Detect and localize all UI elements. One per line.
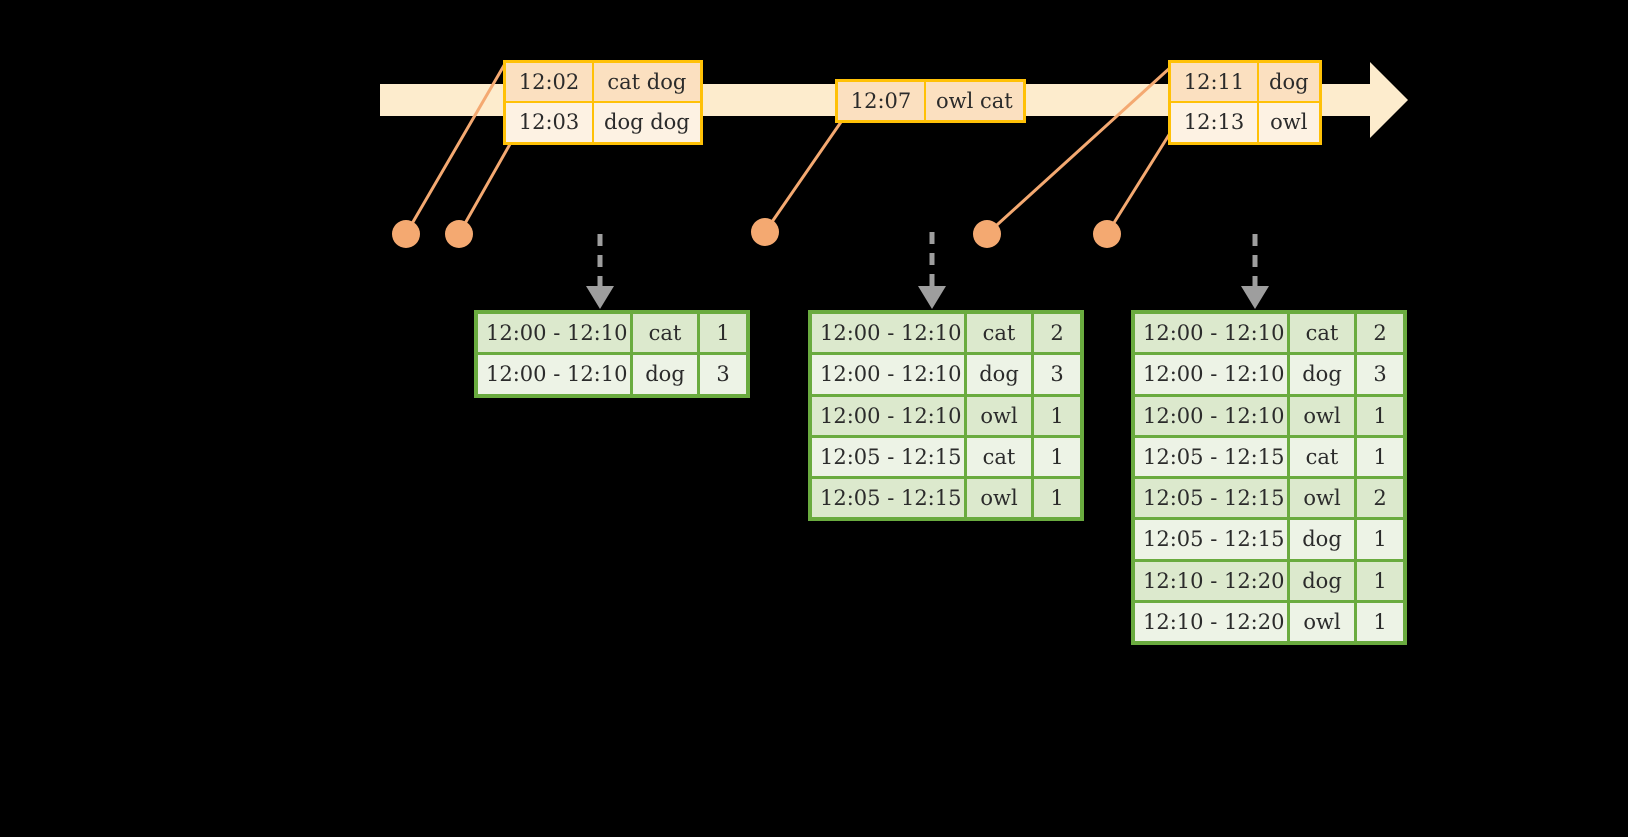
event-time: 12:03: [506, 103, 594, 142]
count-cell: 3: [1357, 355, 1403, 394]
connector-1: [404, 60, 508, 236]
count-cell: 1: [1357, 520, 1403, 559]
event-time: 12:13: [1171, 103, 1259, 142]
window-cell: 12:00 - 12:10: [812, 396, 964, 435]
event-words: cat dog: [594, 63, 700, 102]
word-cell: cat: [1290, 314, 1354, 353]
window-cell: 12:05 - 12:15: [1135, 437, 1287, 476]
count-cell: 1: [1357, 561, 1403, 600]
down-arrow-1: [586, 234, 614, 309]
count-cell: 1: [1357, 396, 1403, 435]
count-cell: 3: [1034, 355, 1080, 394]
window-cell: 12:00 - 12:10: [812, 314, 964, 353]
down-arrow-2: [918, 232, 946, 309]
down-arrows: [586, 232, 1269, 309]
window-cell: 12:00 - 12:10: [1135, 396, 1287, 435]
window-cell: 12:05 - 12:15: [812, 479, 964, 518]
event-dot-3: [751, 218, 779, 246]
word-cell: cat: [1290, 437, 1354, 476]
connector-5: [1105, 128, 1174, 236]
count-cell: 1: [1034, 479, 1080, 518]
count-cell: 1: [1034, 437, 1080, 476]
word-cell: dog: [1290, 520, 1354, 559]
event-time: 12:11: [1171, 63, 1259, 102]
window-cell: 12:00 - 12:10: [812, 355, 964, 394]
count-cell: 2: [1357, 314, 1403, 353]
word-cell: dog: [633, 355, 697, 394]
word-cell: cat: [633, 314, 697, 353]
event-words: dog: [1259, 63, 1319, 102]
word-cell: cat: [967, 314, 1031, 353]
word-cell: dog: [1290, 561, 1354, 600]
count-cell: 1: [700, 314, 746, 353]
connector-3: [763, 120, 843, 234]
event-words: dog dog: [594, 103, 700, 142]
window-cell: 12:00 - 12:10: [478, 355, 630, 394]
word-cell: owl: [1290, 396, 1354, 435]
word-cell: cat: [967, 437, 1031, 476]
down-arrow-3: [1241, 234, 1269, 309]
window-cell: 12:10 - 12:20: [1135, 602, 1287, 641]
word-cell: owl: [1290, 602, 1354, 641]
window-cell: 12:00 - 12:10: [1135, 355, 1287, 394]
window-cell: 12:00 - 12:10: [478, 314, 630, 353]
count-cell: 1: [1034, 396, 1080, 435]
window-cell: 12:10 - 12:20: [1135, 561, 1287, 600]
word-cell: owl: [967, 396, 1031, 435]
event-dots: [392, 218, 1121, 248]
event-words: owl cat: [926, 82, 1023, 121]
word-cell: dog: [1290, 355, 1354, 394]
event-time: 12:07: [838, 82, 926, 121]
count-cell: 1: [1357, 602, 1403, 641]
word-cell: owl: [1290, 479, 1354, 518]
event-dot-1: [392, 220, 420, 248]
connector-2: [457, 128, 520, 236]
window-cell: 12:05 - 12:15: [1135, 520, 1287, 559]
count-cell: 2: [1034, 314, 1080, 353]
event-words: owl: [1259, 103, 1319, 142]
count-cell: 3: [700, 355, 746, 394]
window-cell: 12:00 - 12:10: [1135, 314, 1287, 353]
word-cell: dog: [967, 355, 1031, 394]
event-time: 12:02: [506, 63, 594, 102]
window-cell: 12:05 - 12:15: [812, 437, 964, 476]
event-dot-2: [445, 220, 473, 248]
event-dot-4: [973, 220, 1001, 248]
word-cell: owl: [967, 479, 1031, 518]
event-dot-5: [1093, 220, 1121, 248]
count-cell: 2: [1357, 479, 1403, 518]
window-cell: 12:05 - 12:15: [1135, 479, 1287, 518]
count-cell: 1: [1357, 437, 1403, 476]
